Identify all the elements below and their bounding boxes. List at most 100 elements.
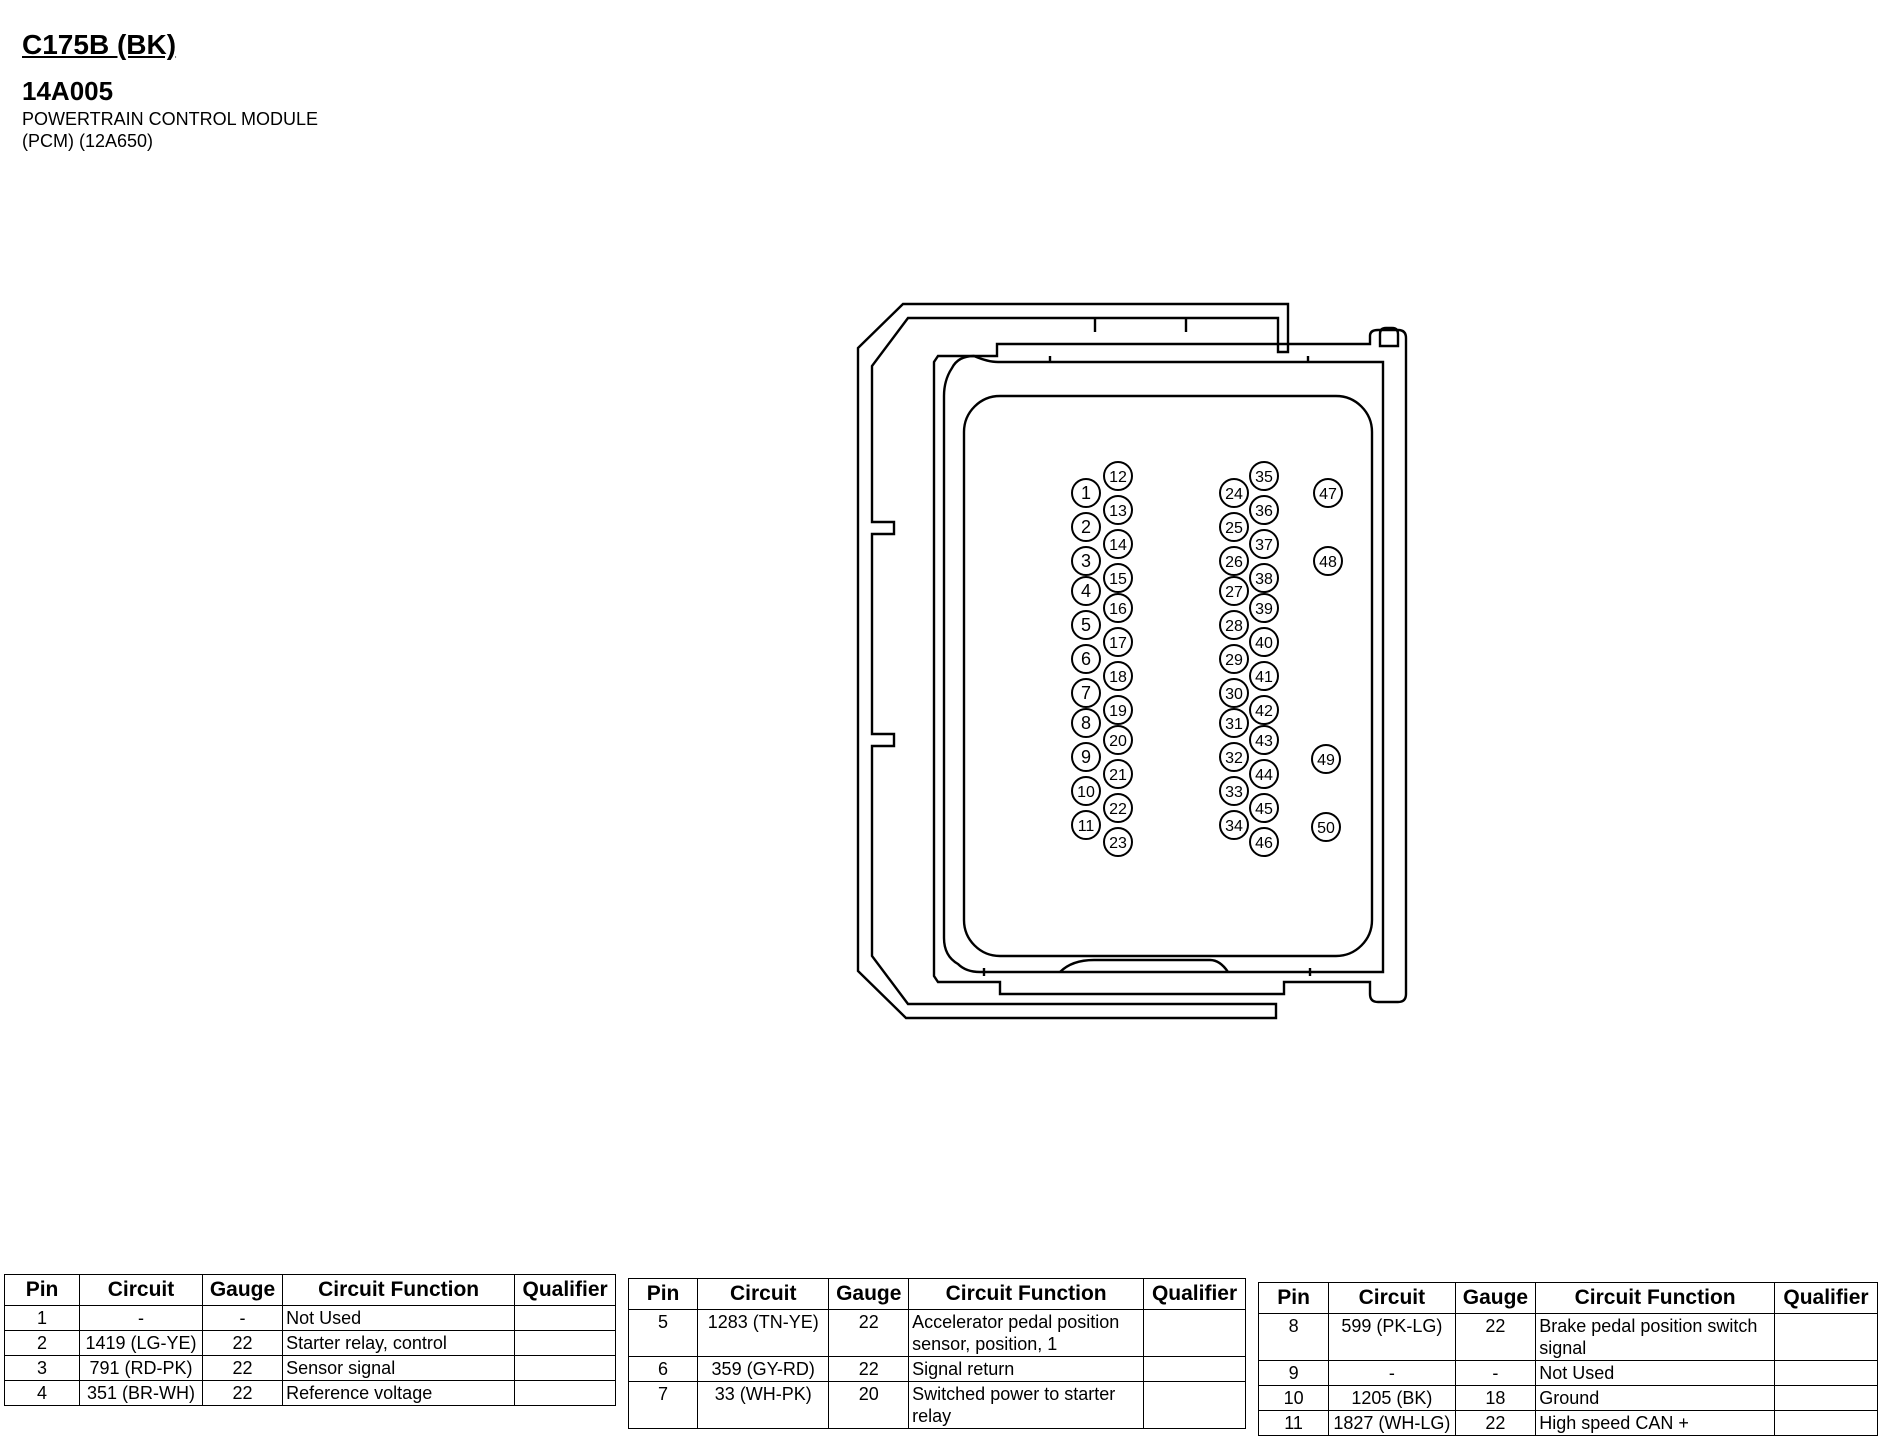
pin-circle — [1249, 627, 1279, 657]
cell-circuit: 791 (RD-PK) — [79, 1355, 203, 1381]
pin-cavity: 22 — [1103, 793, 1133, 823]
cell-gauge: - — [201, 1305, 284, 1331]
pin-number-label: 6 — [1081, 649, 1091, 669]
pin-cavity: 4 — [1071, 576, 1101, 606]
pin-cavity: 8 — [1071, 708, 1101, 738]
pin-circle — [1219, 546, 1249, 576]
pin-circle — [1071, 478, 1101, 508]
pin-circle — [1103, 827, 1133, 857]
pin-cavity: 40 — [1249, 627, 1279, 657]
col-header-circuit: Circuit — [79, 1274, 203, 1306]
pin-number-label: 47 — [1319, 486, 1337, 503]
cell-pin: 1 — [3, 1305, 81, 1331]
pin-number-label: 40 — [1255, 635, 1273, 652]
pin-circle — [1249, 759, 1279, 789]
cell-gauge: 20 — [828, 1381, 910, 1429]
pin-number-label: 18 — [1109, 669, 1127, 686]
cell-circuit: - — [79, 1305, 203, 1331]
pin-circle — [1249, 827, 1279, 857]
pin-circle — [1071, 776, 1101, 806]
pin-circle — [1103, 461, 1133, 491]
pin-number-label: 2 — [1081, 517, 1091, 537]
cell-circuit: 1205 (BK) — [1328, 1385, 1456, 1411]
pin-cavity: 24 — [1219, 478, 1249, 508]
pin-number-label: 13 — [1109, 503, 1127, 520]
pin-circle — [1249, 793, 1279, 823]
cell-function: Accelerator pedal position sensor, posit… — [908, 1309, 1145, 1357]
col-header-pin: Pin — [3, 1274, 81, 1306]
pin-number-label: 26 — [1225, 554, 1243, 571]
cell-qualifier — [1773, 1410, 1879, 1436]
connector-housing-outline — [856, 302, 1408, 1020]
pin-cavity: 33 — [1219, 776, 1249, 806]
cell-circuit: 1419 (LG-YE) — [79, 1330, 203, 1356]
pin-circle — [1219, 678, 1249, 708]
table-row: 1--Not Used — [3, 1305, 616, 1331]
pin-number-label: 27 — [1225, 584, 1243, 601]
col-header-circuit: Circuit — [1328, 1282, 1456, 1314]
cell-circuit: 351 (BR-WH) — [79, 1380, 203, 1406]
pin-circle — [1071, 810, 1101, 840]
pin-circle — [1249, 725, 1279, 755]
pin-circle — [1219, 742, 1249, 772]
pin-number-label: 29 — [1225, 652, 1243, 669]
pin-circle — [1103, 695, 1133, 725]
pin-cavities: 1234567891011121314151617181920212223242… — [1071, 461, 1343, 857]
pin-cavity: 26 — [1219, 546, 1249, 576]
cell-pin: 2 — [3, 1330, 81, 1356]
pin-circle — [1219, 708, 1249, 738]
pin-number-label: 42 — [1255, 703, 1273, 720]
pin-circle — [1103, 627, 1133, 657]
pin-circle — [1249, 461, 1279, 491]
cell-function: Reference voltage — [282, 1380, 516, 1406]
cell-qualifier — [514, 1330, 616, 1356]
pin-cavity: 12 — [1103, 461, 1133, 491]
pin-cavity: 5 — [1071, 610, 1101, 640]
pin-cavity: 34 — [1219, 810, 1249, 840]
cell-pin: 10 — [1257, 1385, 1330, 1411]
pin-cavity: 21 — [1103, 759, 1133, 789]
pin-circle — [1219, 810, 1249, 840]
cell-function: Ground — [1535, 1385, 1775, 1411]
pin-cavity: 29 — [1219, 644, 1249, 674]
pin-circle — [1219, 776, 1249, 806]
pin-number-label: 20 — [1109, 733, 1127, 750]
pin-circle — [1249, 563, 1279, 593]
cell-function: Sensor signal — [282, 1355, 516, 1381]
cell-circuit: 599 (PK-LG) — [1328, 1313, 1456, 1361]
pin-number-label: 23 — [1109, 835, 1127, 852]
cell-qualifier — [1773, 1313, 1879, 1361]
pin-number-label: 24 — [1225, 486, 1243, 503]
pin-circle — [1219, 610, 1249, 640]
cell-function: Not Used — [1535, 1360, 1775, 1386]
pin-cavity: 7 — [1071, 678, 1101, 708]
pin-circle — [1071, 644, 1101, 674]
pin-cavity: 35 — [1249, 461, 1279, 491]
pin-number-label: 28 — [1225, 618, 1243, 635]
pin-cavity: 47 — [1313, 478, 1343, 508]
cell-circuit: 1283 (TN-YE) — [697, 1309, 830, 1357]
connector-id: C175B (BK) — [22, 29, 177, 60]
pin-cavity: 48 — [1313, 546, 1343, 576]
pin-circle — [1071, 708, 1101, 738]
pin-number-label: 35 — [1255, 469, 1273, 486]
pin-number-label: 37 — [1255, 537, 1273, 554]
pin-number-label: 7 — [1081, 683, 1091, 703]
pin-circle — [1219, 512, 1249, 542]
cell-pin: 7 — [627, 1381, 699, 1429]
pin-cavity: 17 — [1103, 627, 1133, 657]
cell-qualifier — [514, 1380, 616, 1406]
pin-number-label: 10 — [1077, 784, 1095, 801]
pin-circle — [1311, 744, 1341, 774]
pin-number-label: 30 — [1225, 686, 1243, 703]
col-header-circuit: Circuit — [697, 1278, 830, 1310]
cell-pin: 6 — [627, 1356, 699, 1382]
pin-number-label: 12 — [1109, 469, 1127, 486]
